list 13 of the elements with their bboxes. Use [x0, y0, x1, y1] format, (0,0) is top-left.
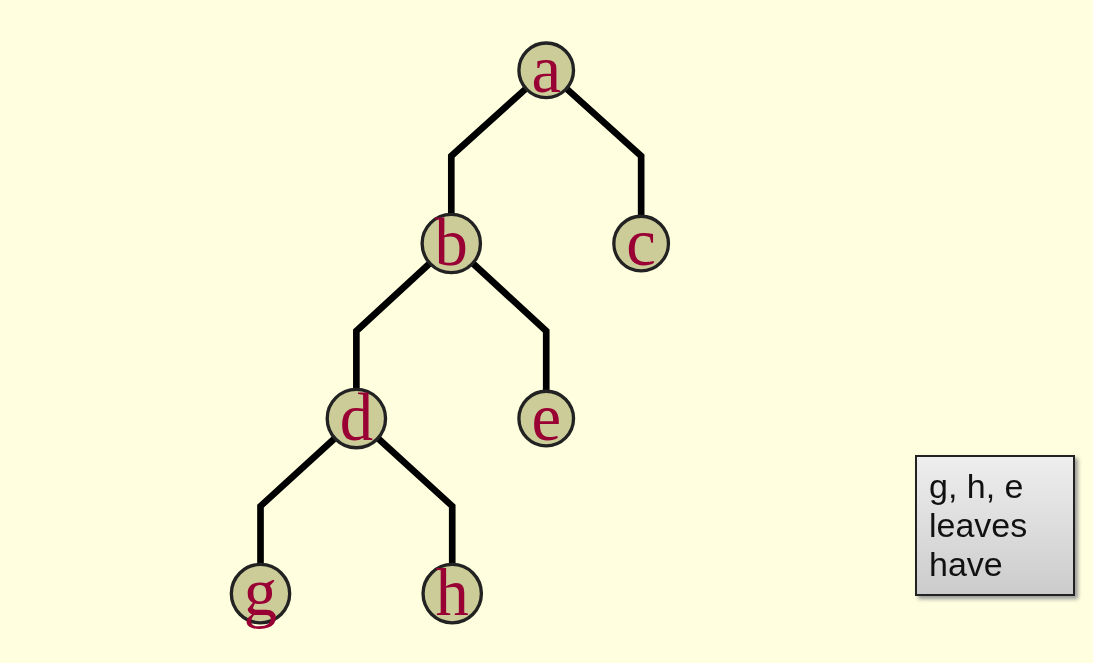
node-circle: d — [325, 387, 388, 449]
connector — [470, 260, 550, 391]
node-circle: a — [517, 40, 576, 99]
connector — [353, 260, 433, 389]
node-circle: e — [517, 389, 576, 448]
connector — [564, 85, 645, 216]
node-circle: h — [421, 562, 484, 624]
connector — [375, 435, 456, 564]
note-text: g, h, e leaves have — [915, 455, 1075, 597]
node-circle: b — [420, 212, 483, 274]
connector — [448, 85, 529, 214]
node-circle: c — [612, 214, 671, 273]
connector — [257, 435, 338, 564]
